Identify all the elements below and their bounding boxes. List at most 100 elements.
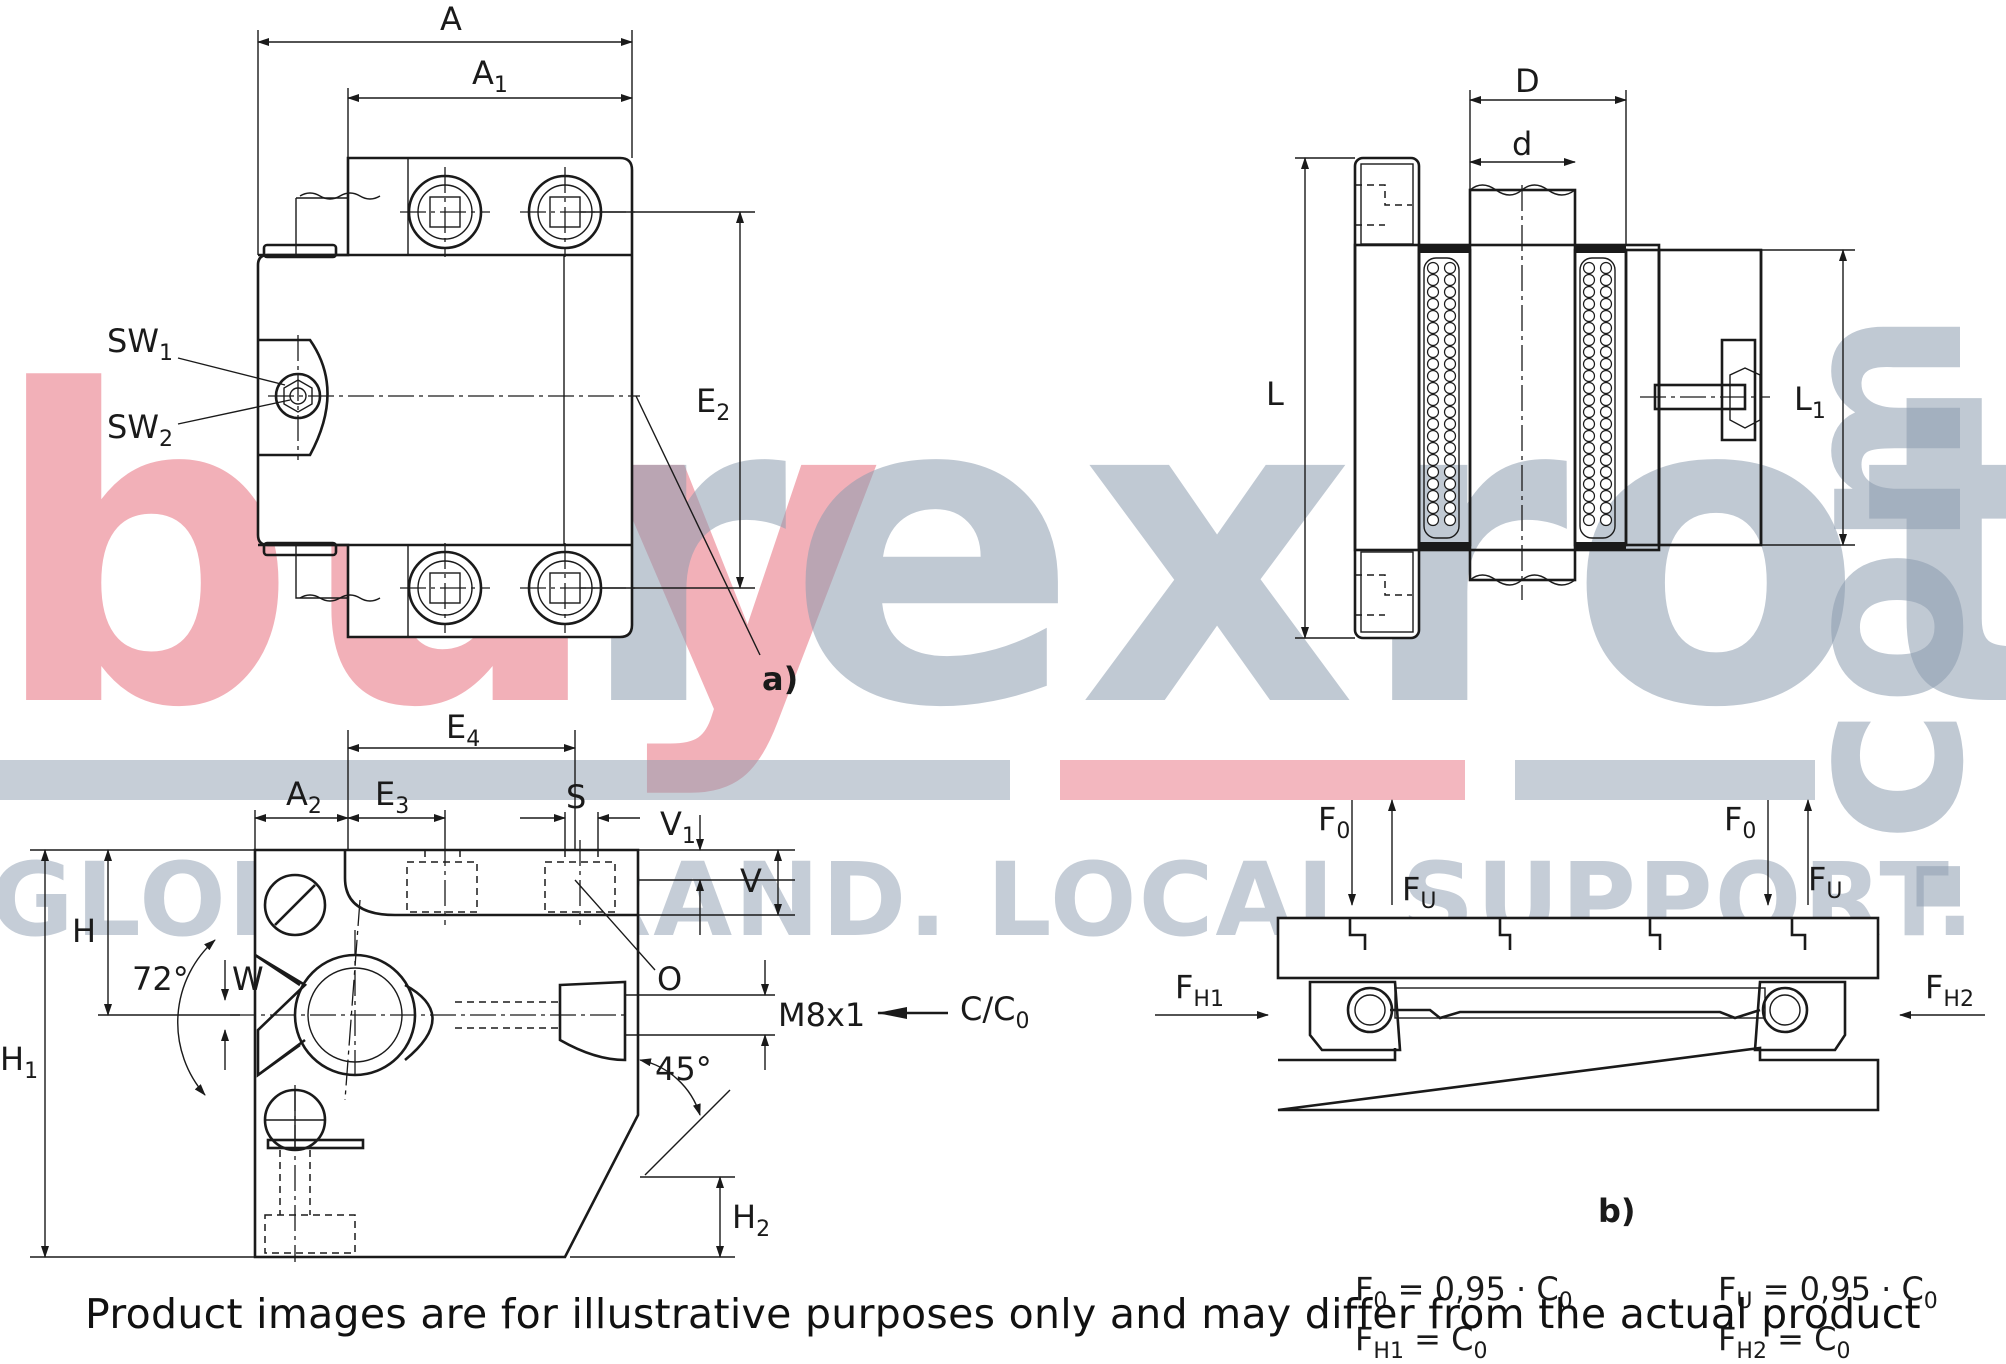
ball <box>1443 441 1457 455</box>
ball <box>1582 321 1596 335</box>
ball <box>1426 321 1440 335</box>
ball <box>1443 381 1457 395</box>
screw-bottom-left <box>400 543 490 633</box>
dim-v1-label: V1 <box>660 805 696 849</box>
watermark-com: .com <box>1748 309 2006 930</box>
ball <box>1443 285 1457 299</box>
ball <box>1443 477 1457 491</box>
dim-h-label: H <box>72 912 96 950</box>
ball <box>1426 261 1440 275</box>
dim-e4-label: E4 <box>446 708 480 752</box>
angle-45-label: 45° <box>655 1050 712 1088</box>
ball <box>1582 429 1596 443</box>
ball <box>1426 453 1440 467</box>
ball <box>1443 501 1457 515</box>
ball <box>1426 477 1440 491</box>
ball <box>1582 501 1596 515</box>
ball <box>1443 513 1457 527</box>
ball <box>1443 357 1457 371</box>
ball <box>1599 273 1613 287</box>
formula-fh2: FH2 = C0 <box>1718 1320 1850 1364</box>
dim-a-label: A <box>440 0 462 38</box>
ball <box>1443 297 1457 311</box>
ball <box>1582 465 1596 479</box>
ball <box>1599 261 1613 275</box>
ball-track <box>1579 257 1616 539</box>
ball <box>1599 465 1613 479</box>
fu-left-label: FU <box>1402 870 1437 914</box>
angle-72-label: 72° <box>132 960 189 998</box>
ball <box>1599 501 1613 515</box>
sw2-label: SW2 <box>107 408 173 452</box>
ball <box>1426 345 1440 359</box>
ball <box>1599 393 1613 407</box>
ball <box>1582 453 1596 467</box>
ball <box>1599 369 1613 383</box>
ball <box>1582 441 1596 455</box>
ball <box>1582 369 1596 383</box>
ball <box>1426 285 1440 299</box>
ball <box>1582 273 1596 287</box>
caption-a: a) <box>762 660 798 698</box>
fu-right-label: FU <box>1808 860 1843 904</box>
ball <box>1582 417 1596 431</box>
dim-v-label: V <box>740 862 762 900</box>
ball <box>1443 417 1457 431</box>
screw-top-left <box>400 167 490 257</box>
ball <box>1426 405 1440 419</box>
watermark-bar-red <box>1060 760 1465 800</box>
dim-a1-label: A1 <box>472 54 508 98</box>
ball <box>1599 417 1613 431</box>
ball <box>1599 357 1613 371</box>
view-load: F0 FU F0 FU FH1 FH2 b) F0 = 0,95 · C0 FU… <box>1155 799 1985 1364</box>
ball <box>1582 333 1596 347</box>
dim-s-label: S <box>566 778 586 816</box>
dim-d-outer-label: D <box>1515 62 1540 100</box>
ball <box>1426 513 1440 527</box>
ball <box>1426 501 1440 515</box>
ball <box>1426 309 1440 323</box>
view-side: E4 A2 E3 S V1 V O H H1 <box>0 708 1029 1262</box>
ball <box>1582 345 1596 359</box>
dim-e3-label: E3 <box>375 775 409 819</box>
ball <box>1426 441 1440 455</box>
clamp-strip-top <box>262 243 338 259</box>
ball <box>1443 309 1457 323</box>
ball <box>1443 261 1457 275</box>
watermark-rexroth: rexroth <box>575 302 2006 802</box>
ball <box>1443 393 1457 407</box>
ball <box>1443 333 1457 347</box>
ball <box>1426 333 1440 347</box>
ball <box>1426 369 1440 383</box>
ball <box>1582 489 1596 503</box>
watermark-bar-gray-left <box>0 760 1010 800</box>
ball <box>1426 417 1440 431</box>
dim-d-inner-label: d <box>1512 125 1532 163</box>
view-section: L L1 D d <box>1266 62 1855 640</box>
ball <box>1599 333 1613 347</box>
dim-h2-label: H2 <box>732 1198 770 1242</box>
ball-cage-right <box>1579 257 1616 539</box>
ball <box>1599 381 1613 395</box>
ball <box>1426 297 1440 311</box>
dim-h1-label: H1 <box>0 1040 38 1084</box>
formula-f0: F0 = 0,95 · C0 <box>1355 1270 1573 1314</box>
ball-track <box>1423 257 1460 539</box>
ball <box>1426 489 1440 503</box>
dim-o-label: O <box>657 960 682 998</box>
ball <box>1599 453 1613 467</box>
ball <box>1443 321 1457 335</box>
ball <box>1443 405 1457 419</box>
ball <box>1599 321 1613 335</box>
ball <box>1582 477 1596 491</box>
ball <box>1599 477 1613 491</box>
ball <box>1443 369 1457 383</box>
watermark-bar-gray-right <box>1515 760 1815 800</box>
f0-right-label: F0 <box>1724 800 1756 844</box>
ball <box>1443 489 1457 503</box>
ball <box>1443 345 1457 359</box>
caption-b: b) <box>1598 1192 1636 1230</box>
ball <box>1582 513 1596 527</box>
ball <box>1426 429 1440 443</box>
